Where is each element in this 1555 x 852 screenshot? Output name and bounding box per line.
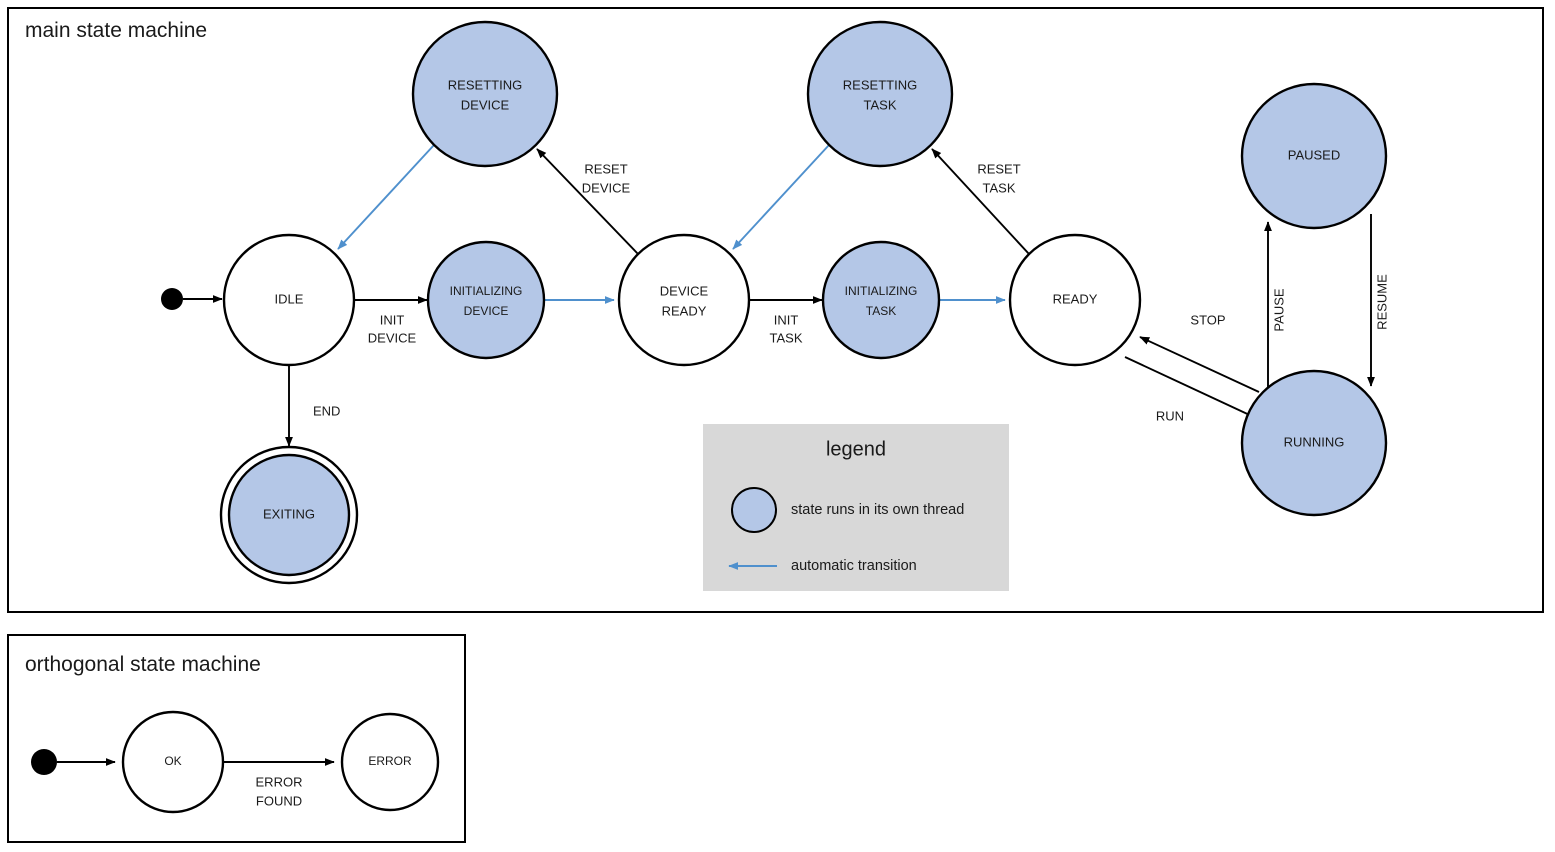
state-device-ready-label-line1: DEVICE [660, 283, 709, 298]
state-ready-shape [1008, 233, 1142, 367]
state-error-label: ERROR [368, 754, 412, 768]
transition-running-to-ready [1139, 336, 1260, 393]
transition-ready-to-resetting-task [931, 148, 1030, 255]
state-resetting-device-shape [411, 20, 559, 168]
state-paused[interactable]: PAUSED [1240, 82, 1388, 230]
state-initializing-device-label-line2: DEVICE [464, 304, 509, 318]
edge-label-pause: PAUSE [1271, 288, 1286, 331]
legend-thread-swatch-icon [731, 487, 777, 533]
edge-label-resume: RESUME [1374, 274, 1389, 330]
edge-label-error-found-line2: FOUND [256, 793, 302, 808]
state-ok-label: OK [164, 754, 181, 768]
state-resetting-device[interactable]: RESETTING DEVICE [411, 20, 559, 168]
state-initializing-device-shape [426, 240, 546, 360]
state-running-label: RUNNING [1284, 434, 1345, 449]
state-exiting[interactable]: EXITING [219, 445, 359, 585]
edge-label-stop: STOP [1190, 312, 1225, 327]
state-idle-shape [222, 233, 356, 367]
transition-ready-to-running [1124, 356, 1257, 419]
edge-label-reset-device-line2: DEVICE [582, 180, 631, 195]
state-initializing-device-label-line1: INITIALIZING [450, 284, 523, 298]
edge-label-init-device-line2: DEVICE [368, 330, 417, 345]
state-resetting-task-label-line1: RESETTING [843, 77, 917, 92]
state-paused-label: PAUSED [1288, 147, 1341, 162]
state-resetting-task-shape [806, 20, 954, 168]
state-ready[interactable]: READY [1008, 233, 1142, 367]
legend-title: legend [826, 438, 886, 460]
edge-label-init-task-line1: INIT [774, 312, 799, 327]
legend-item-thread-text: state runs in its own thread [791, 502, 964, 518]
edge-label-run: RUN [1156, 408, 1184, 423]
state-initializing-task-label-line1: INITIALIZING [845, 284, 918, 298]
state-ready-label: READY [1053, 291, 1098, 306]
initial-state-marker [161, 288, 183, 310]
legend-item-auto-text: automatic transition [791, 558, 917, 574]
state-resetting-task[interactable]: RESETTING TASK [806, 20, 954, 168]
state-running-shape [1240, 369, 1388, 517]
state-idle[interactable]: IDLE [222, 233, 356, 367]
state-exiting-label: EXITING [263, 506, 315, 521]
state-resetting-task-label-line2: TASK [864, 97, 897, 112]
state-device-ready-shape [617, 233, 751, 367]
state-initializing-device[interactable]: INITIALIZING DEVICE [426, 240, 546, 360]
edge-label-init-task-line2: TASK [770, 330, 803, 345]
state-running[interactable]: RUNNING [1240, 369, 1388, 517]
state-initializing-task[interactable]: INITIALIZING TASK [821, 240, 941, 360]
edge-label-end: END [313, 403, 340, 418]
state-error[interactable]: ERROR [340, 712, 440, 812]
state-ok-shape [121, 710, 225, 814]
state-paused-shape [1240, 82, 1388, 230]
edge-label-reset-task-line2: TASK [983, 180, 1016, 195]
orthogonal-frame-title: orthogonal state machine [25, 653, 261, 676]
transition-device-ready-to-resetting-device [536, 148, 639, 255]
state-exiting-shape [227, 453, 351, 577]
state-resetting-device-label-line1: RESETTING [448, 77, 522, 92]
orthogonal-initial-state-marker [31, 749, 57, 775]
edge-label-reset-task-line1: RESET [977, 161, 1020, 176]
state-device-ready[interactable]: DEVICE READY [617, 233, 751, 367]
transition-resetting-device-to-idle [337, 144, 435, 250]
state-initializing-task-shape [821, 240, 941, 360]
main-frame-title: main state machine [25, 19, 207, 42]
transition-resetting-task-to-device-ready [732, 144, 830, 250]
legend: legend state runs in its own thread auto… [703, 424, 1009, 591]
state-ok[interactable]: OK [121, 710, 225, 814]
state-error-shape [340, 712, 440, 812]
state-idle-label: IDLE [275, 291, 304, 306]
state-initializing-task-label-line2: TASK [866, 304, 896, 318]
state-device-ready-label-line2: READY [662, 303, 707, 318]
edge-label-error-found-line1: ERROR [256, 774, 303, 789]
edge-label-reset-device-line1: RESET [584, 161, 627, 176]
state-resetting-device-label-line2: DEVICE [461, 97, 510, 112]
edge-label-init-device-line1: INIT [380, 312, 405, 327]
